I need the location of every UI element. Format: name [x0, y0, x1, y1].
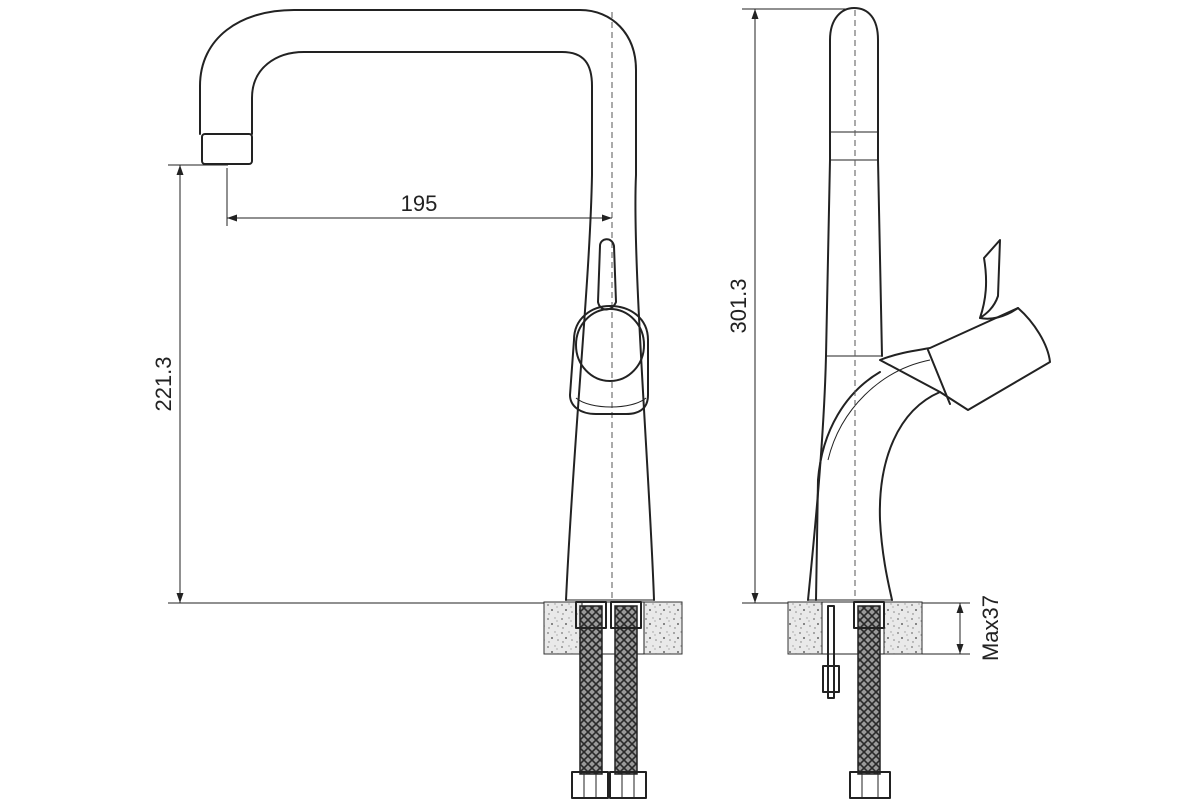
spout-reach-label: 195 [401, 191, 438, 216]
side-lever-stem [979, 307, 1019, 320]
side-hose-nut [849, 771, 891, 799]
front-hose-right [614, 605, 638, 775]
max-countertop-label: Max37 [978, 595, 1003, 661]
side-handle-housing [879, 307, 1051, 411]
side-hose [857, 605, 881, 775]
front-hose-left [579, 605, 603, 775]
front-spout-outer [199, 9, 655, 601]
front-hose-fitting-right [610, 601, 642, 629]
side-view [787, 7, 1051, 799]
side-hose-fitting [853, 601, 885, 629]
front-aerator [201, 133, 253, 165]
side-countertop-right [883, 601, 923, 655]
side-countertop-left [787, 601, 823, 655]
front-lever [597, 238, 617, 311]
front-hose-nut-right [609, 771, 647, 799]
front-spout-inner [251, 51, 593, 601]
front-view [199, 9, 683, 799]
front-handle-base [575, 397, 647, 408]
front-hose-fitting-left [575, 601, 607, 629]
side-lever [979, 239, 1001, 319]
side-spout-column [829, 7, 883, 357]
overall-height-label: 301.3 [726, 278, 751, 333]
side-body-right [878, 391, 941, 601]
side-body-curve [815, 371, 881, 601]
side-body-curve-inner [827, 359, 931, 461]
front-hose-nut-left [571, 771, 609, 799]
side-handle-joint [927, 349, 951, 405]
front-countertop-right [643, 601, 683, 655]
front-handle-cap [575, 308, 645, 382]
side-body-left [807, 159, 831, 601]
spout-height-label: 221.3 [151, 356, 176, 411]
front-handle-body [569, 305, 649, 415]
side-dimensions: 301.3 Max37 [726, 8, 1003, 661]
side-mounting-rod [827, 605, 835, 699]
side-rod-nut [822, 665, 840, 693]
front-dimensions: 195 221.3 [151, 164, 612, 604]
